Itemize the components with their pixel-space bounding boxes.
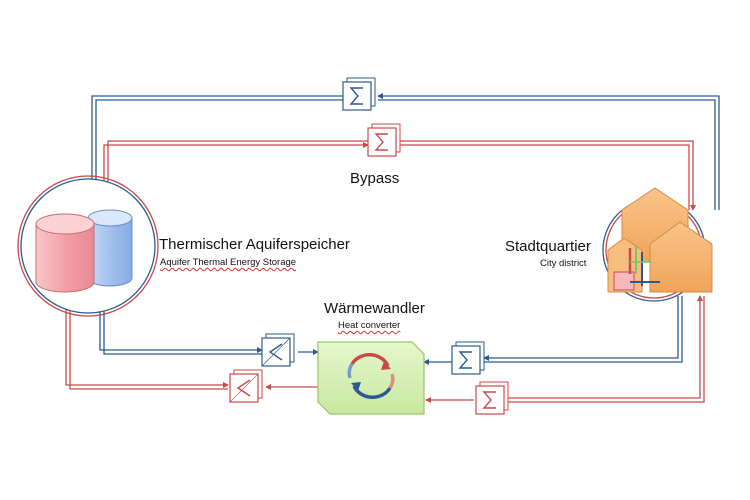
- hot-pipe-bottom-right: [508, 295, 703, 399]
- hot-pipe-top-right: [400, 140, 696, 211]
- circular-arrows-icon: [347, 353, 395, 399]
- sigma-icon: [367, 123, 401, 157]
- cold-pipe-bottom-right: [483, 296, 679, 361]
- cold-pipe-bottom-left: [99, 300, 263, 353]
- house-icon: [607, 187, 713, 293]
- sigma-icon: [451, 341, 485, 375]
- sigma-icon: [475, 381, 509, 415]
- cold-pipes: [89, 93, 720, 365]
- city-district: [602, 187, 713, 302]
- bypass-label: Bypass: [350, 170, 400, 187]
- aquifer-storage: [17, 175, 159, 317]
- storage-title: Thermischer Aquiferspeicher: [159, 236, 350, 253]
- heat-converter: [317, 341, 425, 415]
- cold-pipe-top-left: [89, 95, 343, 191]
- hot-pipes: [65, 140, 705, 403]
- hot-pipe-bottom-left: [65, 300, 229, 388]
- converter-title: Wärmewandler: [324, 300, 425, 317]
- cold-tank-icon: [87, 209, 133, 287]
- district-title: Stadtquartier: [505, 238, 591, 255]
- less-than-icon: [261, 333, 295, 367]
- converter-subtitle: Heat converter: [338, 320, 401, 331]
- district-subtitle: City district: [540, 258, 587, 269]
- hot-tank-icon: [35, 213, 95, 293]
- hot-pipe-top-left: [103, 142, 369, 196]
- cold-pipe-top-right: [377, 93, 720, 210]
- less-than-icon: [229, 369, 263, 403]
- sigma-icon: [342, 77, 376, 111]
- storage-subtitle: Aquifer Thermal Energy Storage: [160, 257, 297, 268]
